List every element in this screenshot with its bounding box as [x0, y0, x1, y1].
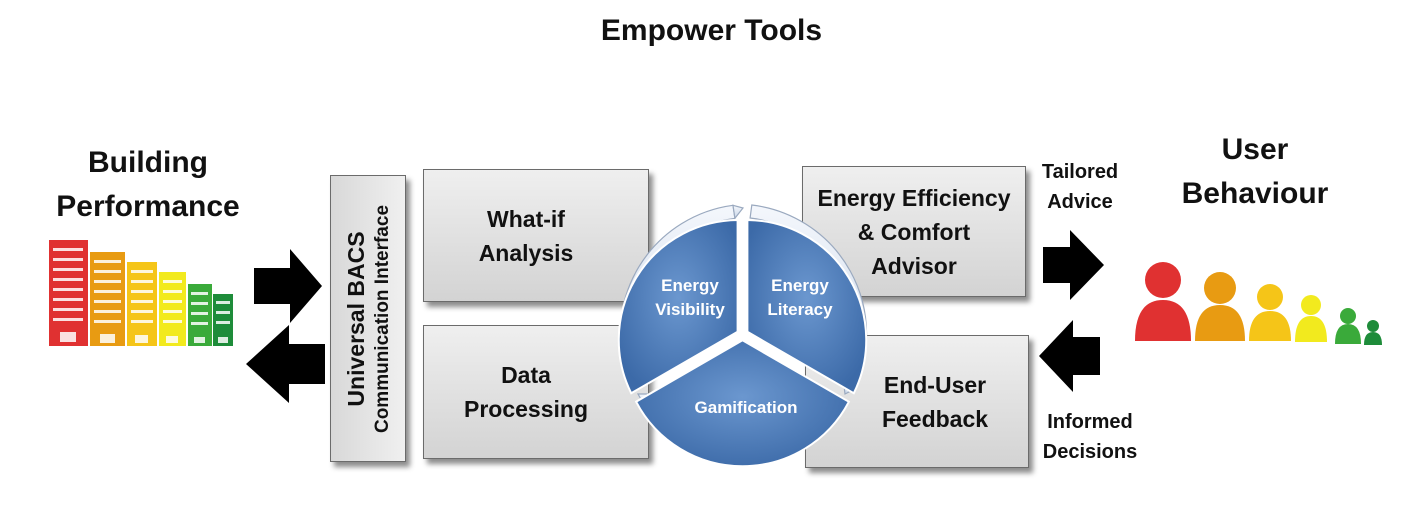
- data-line2: Processing: [464, 396, 588, 422]
- person-darkgreen: [1367, 320, 1379, 332]
- advisor-line3: Advisor: [871, 252, 957, 279]
- bacs-interface-box: Universal BACS Communication Interface: [330, 175, 406, 462]
- user-behaviour-label: User Behaviour: [1160, 128, 1350, 216]
- person-amber: [1257, 284, 1283, 310]
- users-illustration: [1135, 262, 1382, 345]
- building-performance-label: Building Performance: [40, 141, 256, 229]
- arrow-right-to-interface: [254, 249, 322, 323]
- arrow-left-to-buildings: [246, 325, 325, 403]
- gamification-label: Gamification: [695, 398, 798, 417]
- feedback-line2: Feedback: [881, 405, 989, 432]
- building-yellow: [159, 272, 186, 346]
- arrow-right-to-users: [1043, 230, 1104, 300]
- informed-line2: Decisions: [1042, 441, 1138, 463]
- building-amber: [127, 262, 157, 346]
- person-orange: [1204, 272, 1236, 304]
- visibility-line2: Visibility: [655, 300, 725, 319]
- advisor-line2: & Comfort: [857, 218, 971, 245]
- literacy-line1: Energy: [771, 276, 829, 295]
- informed-line1: Informed: [1047, 411, 1133, 433]
- page-title: Empower Tools: [600, 14, 823, 47]
- whatif-analysis-box: What-if Analysis: [423, 169, 649, 302]
- person-yellow: [1301, 295, 1321, 315]
- building-darkgreen: [213, 294, 233, 346]
- building-label-line1: Building: [88, 146, 208, 179]
- feedback-line1: End-User: [883, 371, 987, 398]
- cycle-segments: [617, 218, 868, 468]
- segment-gamification: [634, 339, 851, 468]
- tailored-line2: Advice: [1047, 191, 1113, 213]
- arrow-left-from-users: [1039, 320, 1100, 392]
- user-label-line2: Behaviour: [1181, 177, 1329, 210]
- tailored-line1: Tailored: [1041, 161, 1119, 183]
- person-green: [1340, 308, 1356, 324]
- segment-energy-literacy: [746, 218, 868, 395]
- data-line1: Data: [501, 362, 551, 388]
- whatif-line1: What-if: [487, 205, 565, 232]
- visibility-line1: Energy: [661, 276, 719, 295]
- literacy-line2: Literacy: [767, 300, 833, 319]
- advisor-line1: Energy Efficiency: [817, 184, 1011, 211]
- person-red: [1145, 262, 1181, 298]
- building-label-line2: Performance: [56, 190, 240, 223]
- segment-energy-visibility: [617, 218, 739, 395]
- buildings-illustration: [49, 240, 233, 346]
- building-orange: [90, 252, 125, 346]
- informed-decisions-label: Informed Decisions: [1032, 407, 1148, 467]
- building-red: [49, 240, 88, 346]
- data-processing-box: Data Processing: [423, 325, 649, 459]
- tailored-advice-label: Tailored Advice: [1030, 157, 1130, 217]
- user-label-line1: User: [1221, 133, 1289, 166]
- whatif-line2: Analysis: [478, 239, 574, 266]
